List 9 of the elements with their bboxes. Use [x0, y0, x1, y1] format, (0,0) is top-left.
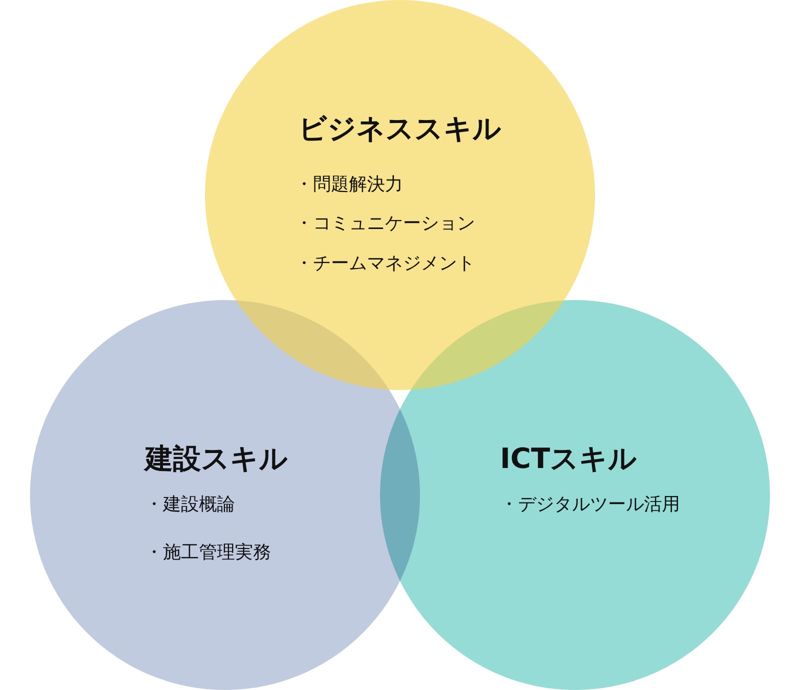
- category-heading: ビジネススキル: [298, 111, 502, 147]
- list-item: ・コミュニケーション: [295, 212, 475, 235]
- list-item: ・問題解決力: [295, 173, 403, 196]
- category-heading: 建設スキル: [145, 441, 288, 477]
- category-heading: ICTスキル: [500, 441, 638, 477]
- list-item: ・施工管理実務: [145, 541, 271, 564]
- list-item: ・チームマネジメント: [295, 252, 475, 275]
- list-item: ・デジタルツール活用: [500, 493, 680, 516]
- list-item: ・建設概論: [145, 493, 235, 516]
